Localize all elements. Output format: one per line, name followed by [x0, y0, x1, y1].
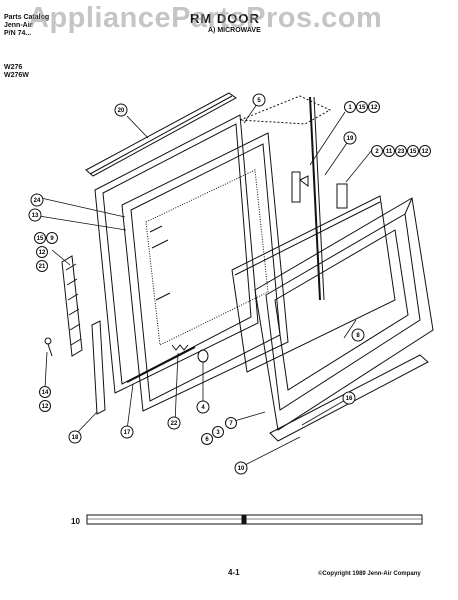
callout-3: 3	[212, 426, 224, 438]
svg-text:10: 10	[238, 466, 245, 472]
svg-text:12: 12	[422, 149, 429, 155]
callout-2: 2	[371, 145, 383, 157]
svg-text:18: 18	[72, 435, 79, 441]
svg-text:16: 16	[346, 396, 353, 402]
callout-20: 20	[114, 103, 128, 117]
svg-text:17: 17	[124, 430, 131, 436]
callout-21: 21	[36, 260, 48, 272]
callout-24: 24	[30, 193, 44, 207]
header-line-1: Parts Catalog	[4, 14, 50, 21]
svg-text:5: 5	[257, 98, 261, 104]
svg-text:15: 15	[359, 105, 366, 111]
callout-13: 13	[28, 208, 42, 222]
svg-text:6: 6	[205, 437, 209, 443]
svg-text:23: 23	[398, 149, 405, 155]
callout-22: 22	[167, 416, 181, 430]
callout-12: 12	[39, 400, 51, 412]
svg-text:24: 24	[34, 198, 41, 204]
part-bottom-rod	[126, 346, 196, 383]
page-subtitle: A) MICROWAVE	[208, 27, 261, 34]
callout-1: 1	[344, 101, 356, 113]
callout-10: 10	[234, 461, 248, 475]
callout-5: 5	[252, 93, 266, 107]
page-title: RM DOOR	[190, 11, 260, 26]
svg-text:4: 4	[201, 405, 205, 411]
svg-text:14: 14	[42, 390, 49, 396]
header-block: Parts Catalog Jenn-Air P/N 74...	[4, 14, 49, 38]
callout-7: 7	[225, 417, 237, 429]
svg-text:12: 12	[42, 404, 49, 410]
callout-15: 15	[34, 232, 46, 244]
callout-12: 12	[419, 145, 431, 157]
callout-11: 11	[383, 145, 395, 157]
callout-15: 15	[356, 101, 368, 113]
svg-text:12: 12	[39, 250, 46, 256]
part-latch-hook	[291, 171, 348, 209]
svg-text:19: 19	[347, 136, 354, 142]
copyright-notice: ©Copyright 1989 Jenn-Air Company	[318, 571, 421, 577]
svg-text:3: 3	[216, 430, 220, 436]
callout-9: 9	[46, 232, 58, 244]
svg-text:2: 2	[375, 149, 379, 155]
svg-text:12: 12	[371, 105, 378, 111]
svg-text:9: 9	[50, 236, 54, 242]
callout-group: 20 5 1 15 12 19 2 11 23 15 12 24 13 15 9…	[28, 93, 431, 475]
watermark: AppliancePartsPros.com	[28, 2, 383, 34]
part-back-panel	[239, 95, 332, 125]
scale-bar-label: 10	[71, 517, 80, 526]
svg-text:21: 21	[39, 264, 46, 270]
part-inner-window	[121, 132, 289, 412]
part-side-strip	[91, 320, 106, 415]
part-latch-rod	[309, 96, 325, 301]
svg-text:22: 22	[171, 421, 178, 427]
header-line-3: P/N 74...	[4, 30, 32, 37]
part-outer-door	[254, 197, 434, 431]
svg-text:7: 7	[229, 421, 233, 427]
model-number: W276W	[4, 72, 29, 79]
leader-lines	[38, 103, 373, 467]
callout-16: 16	[342, 391, 356, 405]
svg-text:13: 13	[32, 213, 39, 219]
model-list: W276 W276W	[4, 64, 29, 80]
svg-text:11: 11	[386, 149, 393, 155]
callout-19: 19	[343, 131, 357, 145]
callout-6: 6	[201, 433, 213, 445]
callout-12: 12	[368, 101, 380, 113]
svg-text:1: 1	[348, 105, 352, 111]
part-trim-strip	[85, 92, 237, 177]
part-gasket-frame	[94, 114, 259, 394]
svg-text:20: 20	[118, 108, 125, 114]
svg-text:15: 15	[37, 236, 44, 242]
svg-text:15: 15	[410, 149, 417, 155]
part-bottom-trim	[269, 354, 429, 442]
part-screw	[44, 337, 53, 357]
callout-12: 12	[36, 246, 48, 258]
callout-17: 17	[120, 425, 134, 439]
part-glass-panel	[231, 195, 396, 373]
callout-8: 8	[351, 328, 365, 342]
svg-text:8: 8	[356, 333, 360, 339]
scale-bar	[86, 514, 423, 525]
part-hinge	[61, 255, 83, 357]
header-line-2: Jenn-Air	[4, 22, 33, 29]
callout-18: 18	[68, 430, 82, 444]
callout-4: 4	[196, 400, 210, 414]
callout-14: 14	[39, 386, 51, 398]
callout-23: 23	[395, 145, 407, 157]
page-number: 4-1	[228, 568, 240, 577]
model-number: W276	[4, 64, 23, 71]
callout-15: 15	[407, 145, 419, 157]
